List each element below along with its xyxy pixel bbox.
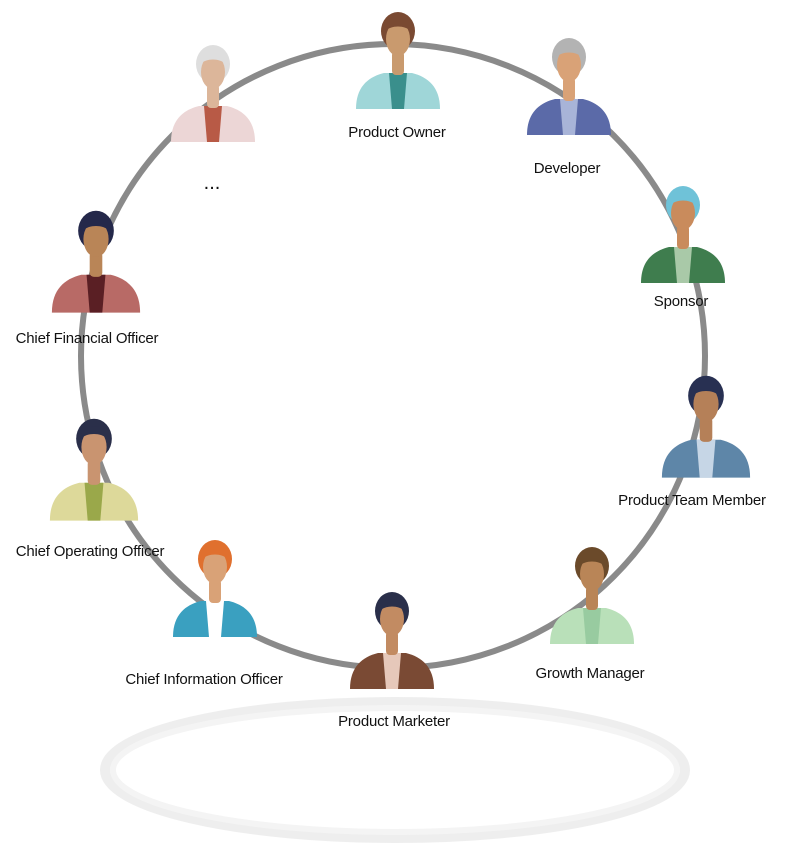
neck-chief-financial-officer — [89, 251, 103, 277]
shirt-more — [204, 106, 222, 142]
neck-chief-information-officer — [209, 579, 221, 603]
person-growth-manager — [550, 547, 634, 644]
face-developer — [557, 48, 581, 82]
face-product-team-member — [693, 386, 719, 422]
neck-chief-operating-officer — [87, 459, 101, 485]
hair-top-product-marketer — [379, 599, 405, 611]
person-product-marketer — [350, 592, 434, 689]
neck-sponsor — [677, 225, 689, 249]
shirt-developer — [560, 99, 578, 135]
shirt-product-team-member — [696, 439, 716, 478]
face-more — [201, 55, 225, 89]
face-chief-financial-officer — [83, 221, 109, 257]
neck-more — [207, 84, 219, 108]
label-sponsor: Sponsor — [653, 293, 709, 310]
hair-top-product-owner — [385, 19, 411, 31]
label-growth-manager: Growth Manager — [535, 665, 645, 682]
shirt-chief-financial-officer — [86, 274, 106, 313]
hair-top-more — [200, 52, 226, 64]
label-more: ... — [203, 172, 221, 194]
person-sponsor — [641, 186, 725, 283]
face-chief-information-officer — [203, 550, 227, 584]
neck-product-marketer — [386, 631, 398, 655]
label-product-team-member: Product Team Member — [618, 492, 766, 509]
label-chief-financial-officer: Chief Financial Officer — [15, 330, 159, 347]
shirt-sponsor — [674, 247, 692, 283]
neck-product-team-member — [699, 416, 713, 442]
face-sponsor — [671, 196, 695, 230]
floor-shadow-inner — [110, 705, 680, 835]
hair-top-growth-manager — [579, 554, 605, 566]
hair-top-chief-information-officer — [202, 547, 228, 559]
neck-developer — [563, 77, 575, 101]
face-product-owner — [386, 22, 410, 56]
person-developer — [527, 38, 611, 135]
hair-top-chief-financial-officer — [82, 218, 110, 231]
person-more — [171, 45, 255, 142]
face-chief-operating-officer — [81, 429, 107, 465]
person-chief-information-officer — [173, 540, 257, 637]
neck-growth-manager — [586, 586, 598, 610]
label-product-owner: Product Owner — [348, 124, 446, 141]
person-product-owner — [356, 12, 440, 109]
hair-top-product-team-member — [692, 383, 720, 396]
shirt-product-owner — [389, 73, 407, 109]
neck-product-owner — [392, 51, 404, 75]
person-chief-financial-officer — [51, 210, 141, 313]
people-layer — [49, 12, 751, 689]
hair-top-chief-operating-officer — [80, 426, 108, 439]
person-product-team-member — [661, 375, 751, 478]
face-growth-manager — [580, 557, 604, 591]
hair-top-sponsor — [670, 193, 696, 205]
person-chief-operating-officer — [49, 418, 139, 521]
shirt-growth-manager — [583, 608, 601, 644]
shirt-chief-information-officer — [206, 601, 224, 637]
label-chief-operating-officer: Chief Operating Officer — [15, 543, 165, 560]
label-developer: Developer — [533, 160, 601, 177]
label-product-marketer: Product Marketer — [338, 713, 450, 730]
label-chief-information-officer: Chief Information Officer — [125, 671, 283, 688]
shirt-chief-operating-officer — [84, 482, 104, 521]
floor-shadow — [100, 697, 690, 843]
shirt-product-marketer — [383, 653, 401, 689]
hair-top-developer — [556, 45, 582, 57]
face-product-marketer — [380, 602, 404, 636]
